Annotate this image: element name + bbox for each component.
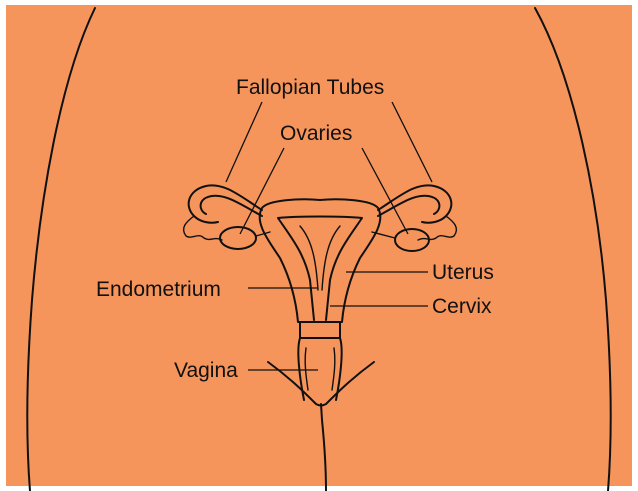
label-uterus: Uterus: [432, 261, 494, 284]
label-ovaries: Ovaries: [280, 122, 352, 145]
label-fallopian-tubes: Fallopian Tubes: [236, 76, 384, 99]
label-vagina: Vagina: [174, 359, 238, 382]
label-endometrium: Endometrium: [96, 278, 221, 301]
label-cervix: Cervix: [432, 295, 492, 318]
